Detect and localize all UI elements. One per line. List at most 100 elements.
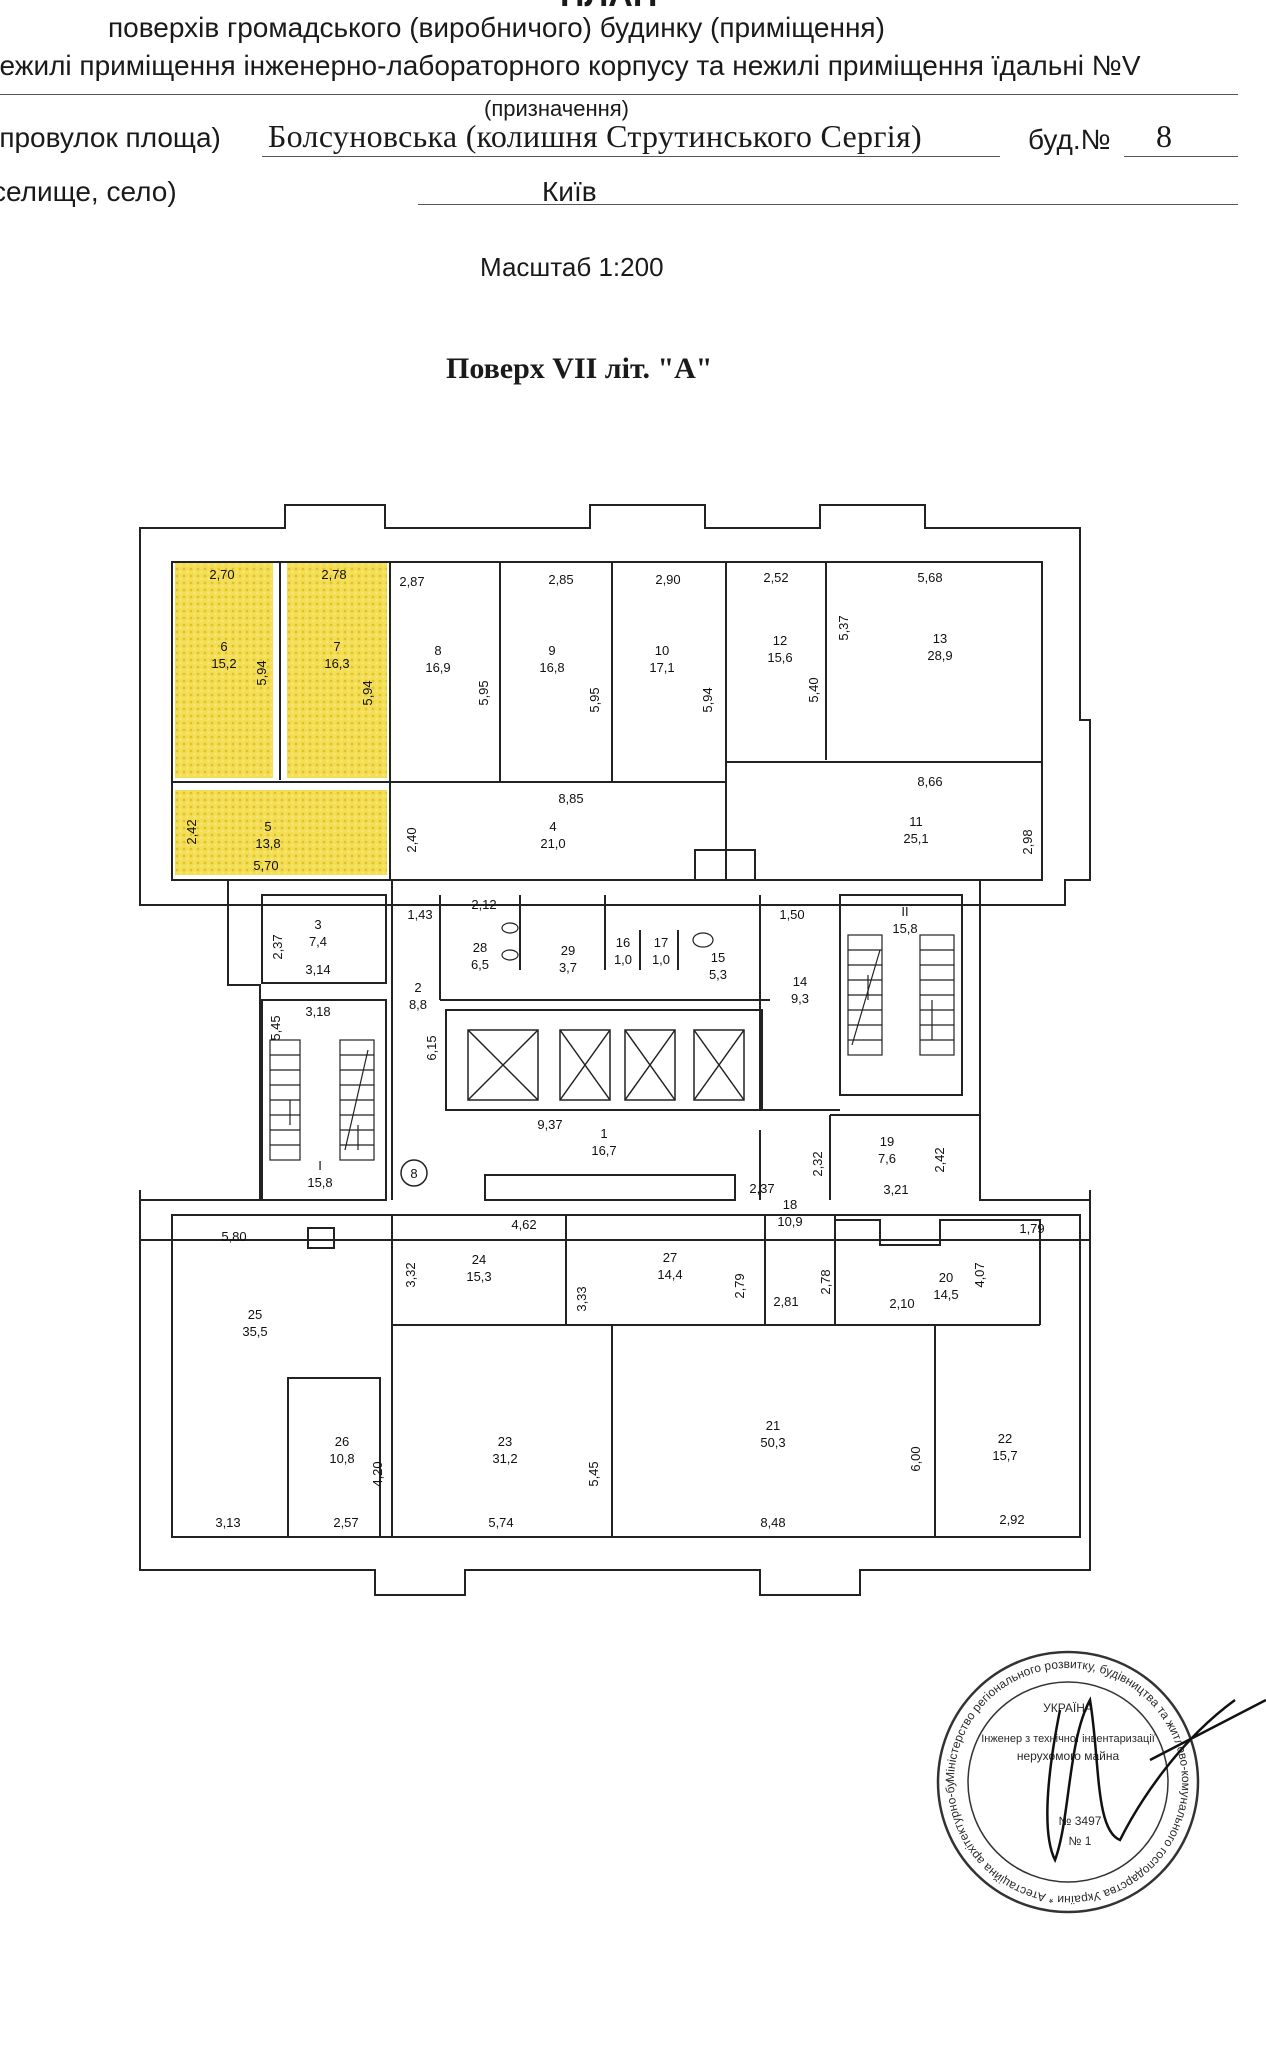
room-II-area: 15,8 bbox=[892, 921, 917, 936]
room-5-highlight bbox=[175, 790, 387, 875]
stamp-ring-text: Міністерство регіонального розвитку, буд… bbox=[0, 0, 1193, 1907]
room-8-number: 8 bbox=[434, 643, 441, 658]
city-underline bbox=[418, 204, 1238, 205]
heading-underline bbox=[0, 94, 1238, 95]
dimension: 5,94 bbox=[700, 687, 715, 712]
signature bbox=[1046, 1696, 1266, 1864]
dimension: 2,90 bbox=[655, 572, 680, 587]
dimension: 2,79 bbox=[732, 1273, 747, 1298]
room-27-number: 27 bbox=[663, 1250, 677, 1265]
room-II-number: II bbox=[901, 904, 908, 919]
room-16-number: 16 bbox=[616, 935, 630, 950]
room-24-number: 24 bbox=[472, 1252, 486, 1267]
stamp-inner-ring bbox=[967, 1681, 1169, 1883]
room-3-number: 3 bbox=[314, 917, 321, 932]
dimension: 2,92 bbox=[999, 1512, 1024, 1527]
room-21-number: 21 bbox=[766, 1418, 780, 1433]
city-value: Київ bbox=[542, 176, 597, 207]
room-15-number: 15 bbox=[711, 950, 725, 965]
street-value: Болсуновська (колишня Струтинського Серг… bbox=[268, 118, 922, 154]
room-12-area: 15,6 bbox=[767, 650, 792, 665]
room-23-number: 23 bbox=[498, 1434, 512, 1449]
dimension: 5,94 bbox=[360, 680, 375, 705]
room-14-number: 14 bbox=[793, 974, 807, 989]
elevator-3 bbox=[624, 1029, 676, 1101]
dimension: 4,62 bbox=[511, 1217, 536, 1232]
room-4-area: 21,0 bbox=[540, 836, 565, 851]
dimension: 8,48 bbox=[760, 1515, 785, 1530]
dimension: 2,81 bbox=[773, 1294, 798, 1309]
floor-title: Поверх VII літ. "А" bbox=[446, 352, 713, 385]
building-number: 8 bbox=[1156, 118, 1172, 154]
dimension: 3,18 bbox=[305, 1004, 330, 1019]
scale-label: Масштаб 1:200 bbox=[480, 252, 664, 282]
outer-wall-bottom bbox=[139, 1190, 1091, 1596]
dimension: 1,50 bbox=[779, 907, 804, 922]
stamp-line-3: нерухомого майна bbox=[1017, 1749, 1120, 1763]
room-11-area: 25,1 bbox=[903, 831, 928, 846]
room-16-area: 1,0 bbox=[614, 952, 632, 967]
dimension: 2,85 bbox=[548, 572, 573, 587]
elevator-block bbox=[445, 1009, 763, 1111]
stamp-outer-ring bbox=[936, 1650, 1200, 1914]
room-25-number: 25 bbox=[248, 1307, 262, 1322]
walls bbox=[139, 504, 1091, 1596]
room-29-number: 29 bbox=[561, 943, 575, 958]
room-7-number: 7 bbox=[333, 639, 340, 654]
dimension: 5,74 bbox=[488, 1515, 513, 1530]
room-28-number: 28 bbox=[473, 940, 487, 955]
room-26-area: 10,8 bbox=[329, 1451, 354, 1466]
room-24-area: 15,3 bbox=[466, 1269, 491, 1284]
room-2-number: 2 bbox=[414, 980, 421, 995]
room-I-number: I bbox=[318, 1158, 322, 1173]
building-underline bbox=[1124, 156, 1238, 157]
dimension: 2,32 bbox=[810, 1151, 825, 1176]
dimension: 2,42 bbox=[184, 819, 199, 844]
room-5-number: 5 bbox=[264, 819, 271, 834]
sanitary-fixtures bbox=[501, 922, 714, 961]
middle-core-outline bbox=[139, 880, 1091, 1241]
room-20-number: 20 bbox=[939, 1270, 953, 1285]
stair-II-shell bbox=[839, 894, 963, 1096]
dimension: 5,40 bbox=[806, 677, 821, 702]
room-6-number: 6 bbox=[220, 639, 227, 654]
room-25-area: 35,5 bbox=[242, 1324, 267, 1339]
outer-wall-top bbox=[139, 504, 1091, 906]
highlighted-rooms bbox=[175, 563, 387, 875]
room-6-highlight bbox=[175, 563, 273, 778]
room-15-area: 5,3 bbox=[709, 967, 727, 982]
room-5-area: 13,8 bbox=[255, 836, 280, 851]
room-11-number: 11 bbox=[909, 814, 923, 829]
room-29-area: 3,7 bbox=[559, 960, 577, 975]
dimension: 2,57 bbox=[333, 1515, 358, 1530]
purpose-caption: (призначення) bbox=[484, 96, 629, 121]
marker-label: 8 bbox=[410, 1166, 417, 1181]
room-8-area: 16,9 bbox=[425, 660, 450, 675]
corridor-1-niche bbox=[484, 1174, 736, 1201]
staircase-I bbox=[269, 1039, 375, 1161]
sink-icon bbox=[501, 922, 519, 934]
dimension: 5,95 bbox=[476, 680, 491, 705]
dimension: 1,43 bbox=[407, 907, 432, 922]
wall-room-3 bbox=[261, 894, 387, 984]
room-4-number: 4 bbox=[549, 819, 556, 834]
dimension: 2,12 bbox=[471, 897, 496, 912]
room-14-area: 9,3 bbox=[791, 991, 809, 1006]
room-26-number: 26 bbox=[335, 1434, 349, 1449]
document-heading-line2: нежилі приміщення інженерно-лабораторног… bbox=[0, 50, 1141, 81]
room-18-number: 18 bbox=[783, 1197, 797, 1212]
room-13-area: 28,9 bbox=[927, 648, 952, 663]
sink-icon bbox=[501, 949, 519, 961]
washbasin-icon bbox=[692, 932, 714, 948]
room-7-highlight bbox=[287, 563, 387, 778]
stamp-line-1: УКРАЇНА bbox=[1043, 1701, 1093, 1715]
dimension: 5,45 bbox=[586, 1461, 601, 1486]
dimension: 2,78 bbox=[321, 567, 346, 582]
room-23-area: 31,2 bbox=[492, 1451, 517, 1466]
elevator-shafts bbox=[467, 1029, 745, 1101]
document-title-partial: ПЛАН bbox=[560, 0, 657, 15]
dimension: 1,79 bbox=[1019, 1221, 1044, 1236]
room-17-number: 17 bbox=[654, 935, 668, 950]
dimension: 3,14 bbox=[305, 962, 330, 977]
room-21-area: 50,3 bbox=[760, 1435, 785, 1450]
